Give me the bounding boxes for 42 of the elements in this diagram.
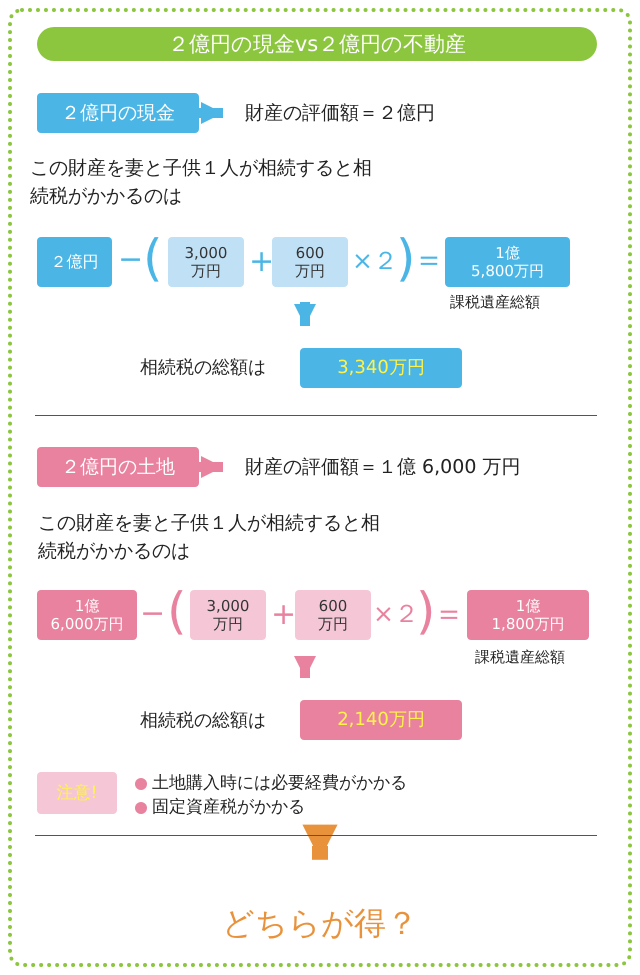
- operator-text: −: [140, 595, 166, 633]
- label-box: ２億円の現金: [37, 93, 199, 133]
- arrow: [199, 102, 223, 124]
- caption-text: 課税遺産総額: [475, 648, 565, 667]
- amount-box: 600 万円: [272, 237, 348, 287]
- operator-text: ＝: [413, 239, 445, 280]
- operator-text: +: [249, 243, 274, 281]
- operator-text: ＝: [433, 593, 465, 634]
- result-text: 財産の評価額＝２億円: [245, 96, 505, 130]
- arrow: [199, 456, 223, 478]
- amount-box: 1億 6,000万円: [37, 590, 137, 640]
- parenthesis-text: (: [167, 581, 187, 642]
- amount-box: 3,000 万円: [190, 590, 266, 640]
- operator-text: +: [271, 596, 296, 634]
- parenthesis-text: ): [396, 228, 416, 289]
- total-box: 2,140万円: [300, 700, 462, 740]
- operator-text: −: [118, 241, 144, 279]
- parenthesis-text: (: [143, 228, 163, 289]
- caption-text: 相続税の総額は: [140, 709, 266, 732]
- title-banner: ２億円の現金vs２億円の不動産: [37, 27, 597, 61]
- label-box: ２億円の土地: [37, 447, 199, 487]
- amount-box: 1億 1,800万円: [467, 590, 589, 640]
- arrow: [294, 302, 316, 326]
- amount-box: 3,000 万円: [168, 237, 244, 287]
- operator-text: ×２: [352, 245, 398, 277]
- caution-badge: 注意!: [37, 772, 117, 814]
- arrow: [302, 824, 338, 860]
- caption-text: 相続税の総額は: [140, 356, 266, 379]
- amount-box: 600 万円: [295, 590, 371, 640]
- parenthesis-text: ): [416, 581, 436, 642]
- instruction-text: この財産を妻と子供１人が相続すると相続税がかかるのは: [38, 511, 381, 564]
- instruction-text: この財産を妻と子供１人が相続すると相続税がかかるのは: [30, 156, 373, 209]
- caption-text: 課税遺産総額: [450, 293, 540, 312]
- amount-box: 1億 5,800万円: [445, 237, 570, 287]
- bullet-text: 土地購入時には必要経費がかかる: [152, 772, 407, 795]
- bullet-text: 固定資産税がかかる: [152, 796, 305, 819]
- arrow: [294, 656, 316, 678]
- result-text: 財産の評価額＝１億 6,000 万円: [245, 450, 545, 484]
- operator-text: ×２: [373, 598, 419, 630]
- amount-box: ２億円: [37, 237, 112, 287]
- total-box: 3,340万円: [300, 348, 462, 388]
- question-text: どちらが得？: [150, 895, 490, 951]
